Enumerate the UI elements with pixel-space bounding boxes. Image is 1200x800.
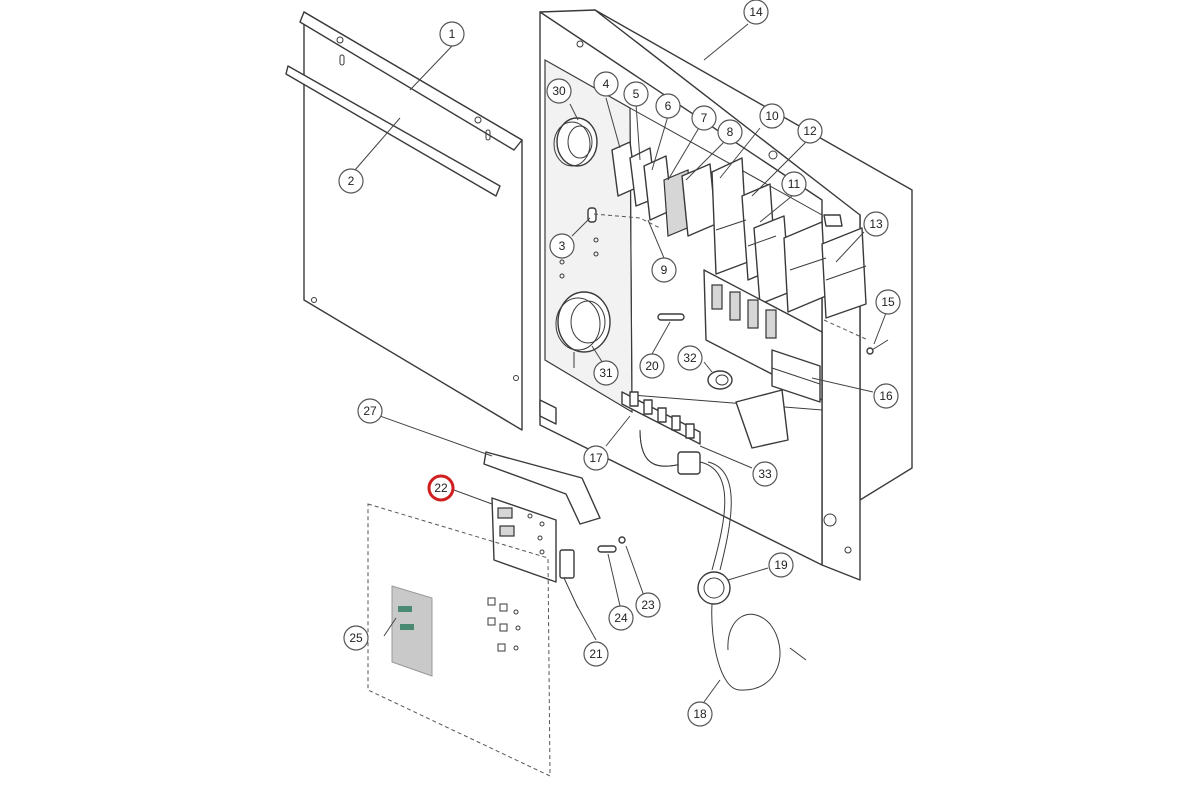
mounting-bracket [483,451,601,525]
callout-label: 25 [349,631,363,645]
callout-25: 25 [343,625,369,651]
callout-label: 13 [869,217,883,231]
gasket-strip [285,65,501,197]
callout-8: 8 [717,119,743,145]
standoff-screw [597,536,626,553]
callout-18: 18 [687,701,713,727]
callout-label: 30 [552,84,566,98]
callout-13: 13 [863,211,889,237]
callout-label: 19 [774,558,788,572]
lower-grommet [555,291,611,368]
callout-21: 21 [583,641,609,667]
callout-32: 32 [677,345,703,371]
leader-lines [354,23,887,703]
callout-3: 3 [549,233,575,259]
callout-label: 18 [693,707,707,721]
control-board [703,269,869,449]
callout-11: 11 [781,171,807,197]
callout-label: 14 [749,5,763,19]
callout-12: 12 [797,118,823,144]
display-board [491,497,557,583]
callout-14: 14 [743,0,769,25]
callout-30: 30 [546,78,572,104]
callout-label: 8 [727,125,734,139]
callout-label: 33 [758,467,772,481]
callout-label: 17 [589,451,603,465]
callouts: 1 2 3 4 5 6 7 8 9 10 11 12 13 14 15 16 1… [338,0,901,727]
callout-label: 4 [603,77,610,91]
callout-label: 23 [641,598,655,612]
callout-label: 6 [665,99,672,113]
callout-17: 17 [583,445,609,471]
power-cable [639,429,807,691]
callout-24: 24 [608,605,634,631]
callout-10: 10 [759,103,785,129]
callout-9: 9 [651,257,677,283]
callout-label: 24 [614,611,628,625]
callout-5: 5 [623,81,649,107]
ribbon-connector [559,549,579,609]
terminal-blocks [593,141,717,237]
small-screw [657,313,685,321]
callout-23: 23 [635,592,661,618]
callout-7: 7 [691,105,717,131]
callout-label: 3 [559,239,566,253]
cover-panel [299,11,523,431]
callout-27: 27 [357,398,383,424]
callout-1: 1 [439,21,465,47]
callout-label: 5 [633,87,640,101]
callout-label: 32 [683,351,697,365]
callout-label: 7 [701,111,708,125]
callout-label: 16 [879,389,893,403]
callout-label: 12 [803,124,817,138]
callout-label-highlighted: 22 [434,481,448,495]
callout-6: 6 [655,93,681,119]
callout-33: 33 [752,461,778,487]
callout-label: 31 [599,366,613,380]
callout-19: 19 [768,552,794,578]
small-grommet [707,370,733,390]
callout-label: 10 [765,109,779,123]
relay-modules [711,157,867,319]
callout-label: 15 [881,295,895,309]
callout-2: 2 [338,168,364,194]
callout-16: 16 [873,383,899,409]
callout-label: 20 [645,359,659,373]
upper-grommet [553,117,598,167]
callout-label: 21 [589,647,603,661]
callout-15: 15 [875,289,901,315]
callout-label: 1 [449,27,456,41]
callout-4: 4 [593,71,619,97]
front-panel [367,503,551,777]
callout-label: 2 [348,174,355,188]
callout-20: 20 [639,353,665,379]
callout-31: 31 [593,360,619,386]
callout-label: 9 [661,263,668,277]
callout-22: 22 [427,474,455,502]
mounting-screw [866,339,889,355]
callout-label: 27 [363,404,377,418]
ground-bar [621,391,701,445]
callout-label: 11 [788,177,801,191]
